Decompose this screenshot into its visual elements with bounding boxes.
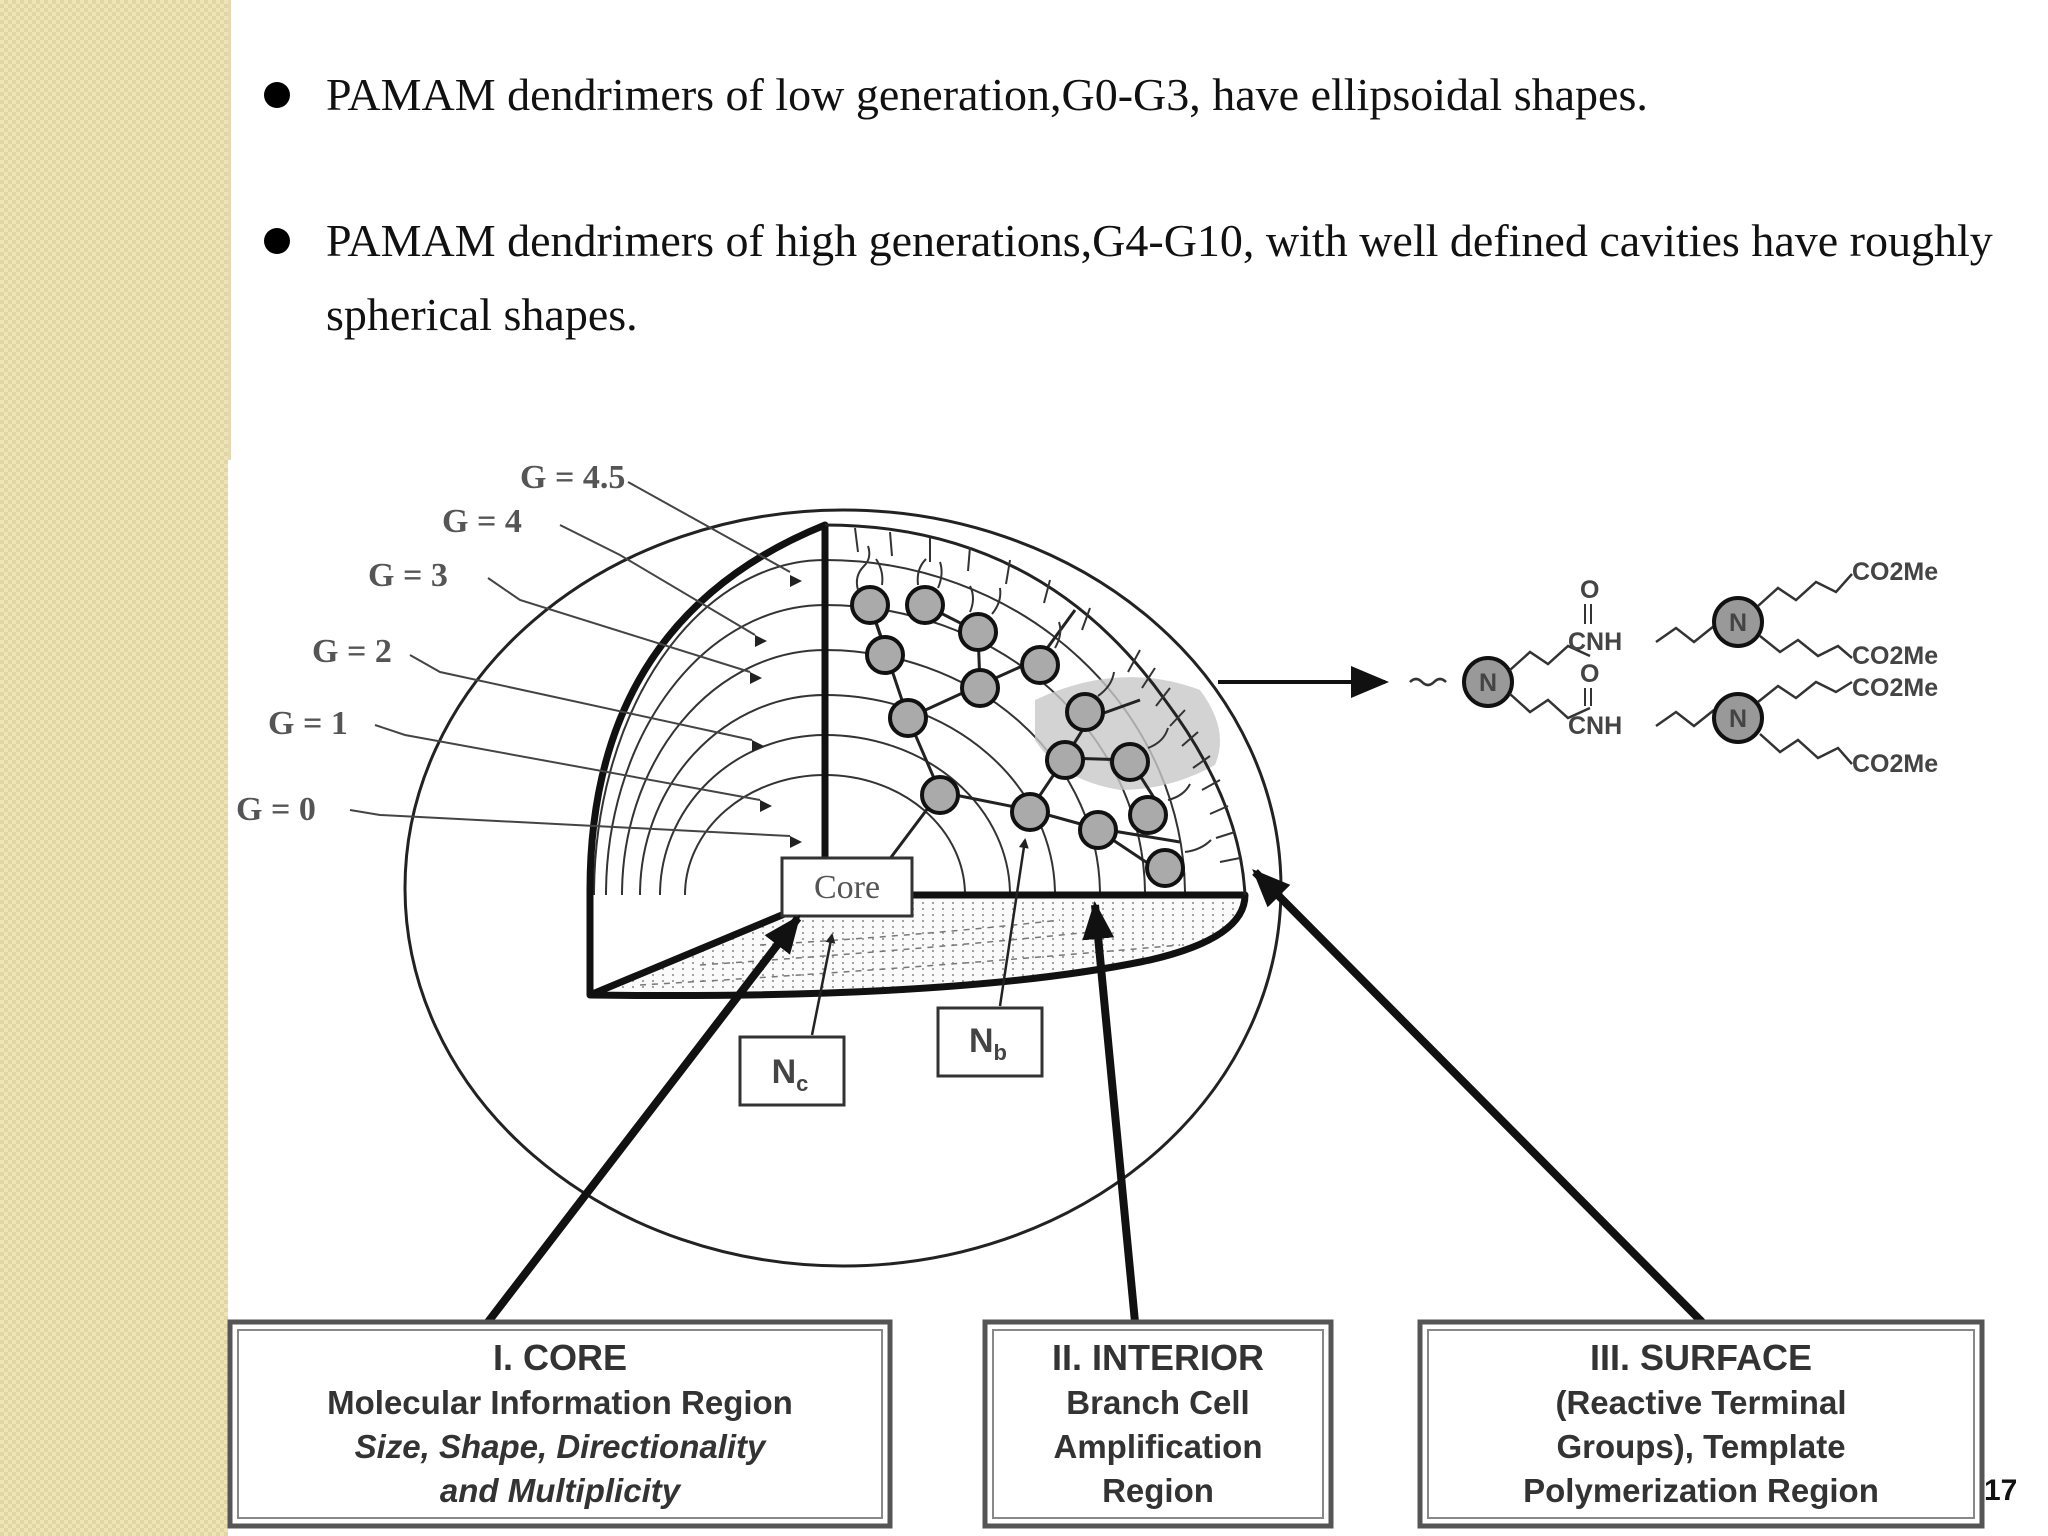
n-atom-upper-label: N <box>1729 609 1747 637</box>
region-box-interior: II. INTERIOR Branch Cell Amplification R… <box>982 1319 1334 1529</box>
surface-hatching <box>854 527 1241 863</box>
interior-region-line-3: Region <box>1102 1472 1214 1509</box>
surface-region-line-1: (Reactive Terminal <box>1555 1384 1846 1421</box>
co2me-2: CO2Me <box>1852 642 1938 670</box>
label-g4: G = 4 <box>442 503 522 540</box>
surface-chemistry: N O CNH O CNH N N CO2Me CO2Me CO2Me CO2M… <box>1409 558 1938 778</box>
interior-region-title: II. INTERIOR <box>1052 1337 1264 1378</box>
generation-shells <box>593 559 826 896</box>
bullet-dot-icon <box>264 228 290 254</box>
label-g2: G = 2 <box>312 633 392 670</box>
side-strip-edge <box>228 0 231 460</box>
n-atom-lower <box>1712 692 1764 744</box>
n-atom-core <box>1462 656 1514 708</box>
cutaway-floor <box>590 895 1245 996</box>
shell-arrowheads <box>750 575 802 848</box>
nb-box <box>936 1006 1044 1078</box>
bullet-text: PAMAM dendrimers of high generations,G4-… <box>326 215 1993 340</box>
nc-label: Nc <box>772 1053 809 1096</box>
interior-region-line-2: Amplification <box>1053 1428 1262 1465</box>
page-number: 17 <box>1984 1474 2018 1507</box>
core-label: Core <box>814 869 880 906</box>
core-region-arrow <box>484 914 802 1325</box>
generation-leaders <box>349 481 791 837</box>
core-region-italic-1: Size, Shape, Directionality <box>355 1428 767 1465</box>
core-region-italic-2: and Multiplicity <box>440 1472 682 1509</box>
n-atom-upper <box>1712 596 1764 648</box>
core-region-line-1: Molecular Information Region <box>327 1384 793 1421</box>
surface-region-line-3: Polymerization Region <box>1523 1472 1879 1509</box>
cnh-upper: CNH <box>1568 628 1622 656</box>
label-g0: G = 0 <box>236 791 316 828</box>
bullet-item-high-generation: PAMAM dendrimers of high generations,G4-… <box>258 204 2018 352</box>
floor-dashed-arcs <box>639 919 1181 986</box>
carbonyl-o-lower: O <box>1580 660 1599 688</box>
bullet-text: PAMAM dendrimers of low generation,G0-G3… <box>326 69 1648 120</box>
region-box-core: I. CORE Molecular Information Region Siz… <box>227 1319 893 1529</box>
region-box-surface: III. SURFACE (Reactive Terminal Groups),… <box>1417 1319 1985 1529</box>
bullet-item-low-generation: PAMAM dendrimers of low generation,G0-G3… <box>258 58 2018 132</box>
surface-region-arrow <box>1252 869 1705 1325</box>
generation-labels: G = 4.5 G = 4 G = 3 G = 2 G = 1 G = 0 <box>236 459 625 828</box>
core-box <box>780 856 914 918</box>
surface-region-title: III. SURFACE <box>1590 1337 1812 1378</box>
nb-label: Nb <box>969 1022 1007 1065</box>
n-atom-lower-label: N <box>1729 705 1747 733</box>
terminal-squiggles <box>855 545 1212 853</box>
surface-region-line-2: Groups), Template <box>1556 1428 1845 1465</box>
label-g4-5: G = 4.5 <box>520 459 625 496</box>
co2me-4: CO2Me <box>1852 750 1938 778</box>
core-region-title: I. CORE <box>493 1337 627 1378</box>
co2me-3: CO2Me <box>1852 674 1938 702</box>
label-g3: G = 3 <box>368 557 448 594</box>
outer-shell-arc <box>824 523 1247 896</box>
carbonyl-o-upper: O <box>1580 576 1599 604</box>
nc-box <box>738 1035 846 1107</box>
bullet-dot-icon <box>264 82 290 108</box>
label-g1: G = 1 <box>268 705 348 742</box>
n-atom-core-label: N <box>1479 669 1497 697</box>
decorative-side-strip <box>0 0 228 1536</box>
cnh-lower: CNH <box>1568 712 1622 740</box>
interior-region-arrow <box>1082 901 1139 1323</box>
branch-nodes <box>850 585 1185 888</box>
nb-leader <box>998 838 1029 1007</box>
bullet-list: PAMAM dendrimers of low generation,G0-G3… <box>258 58 2018 352</box>
nc-leader <box>810 933 836 1036</box>
co2me-1: CO2Me <box>1852 558 1938 586</box>
interior-region-line-1: Branch Cell <box>1066 1384 1249 1421</box>
